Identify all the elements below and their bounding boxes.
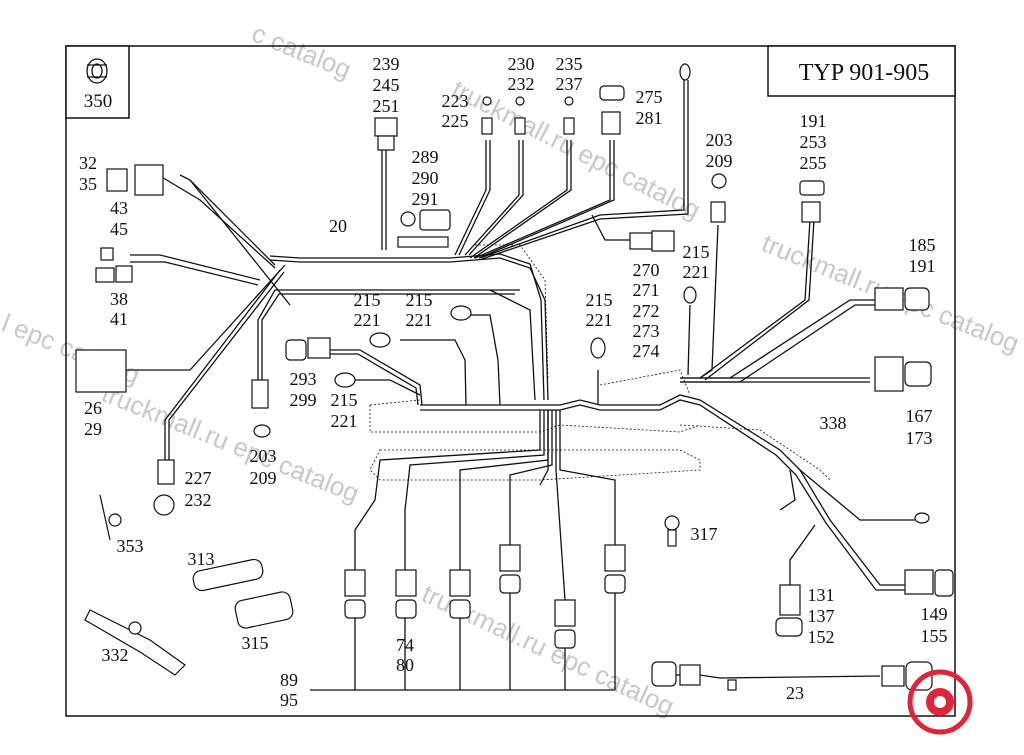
part-label: 215 (331, 390, 358, 410)
part-label: 299 (290, 390, 317, 410)
part-label: 317 (691, 524, 718, 544)
part-label: 95 (280, 690, 298, 710)
part-label: 203 (250, 446, 277, 466)
part-label: 290 (412, 168, 439, 188)
part-label: 251 (373, 96, 400, 116)
part-label: 173 (906, 428, 933, 448)
part-label: 313 (188, 549, 215, 569)
watermark-text: c catalog (248, 18, 356, 85)
part-label: 273 (633, 321, 660, 341)
inset-box (65, 45, 130, 119)
part-label: 38 (110, 289, 128, 309)
part-label: 43 (110, 198, 128, 218)
part-label: 232 (185, 490, 212, 510)
part-label: 167 (906, 406, 933, 426)
part-label: 274 (633, 341, 660, 361)
part-label: 255 (800, 153, 827, 173)
part-label: 235 (556, 54, 583, 74)
part-labels: 239 245 251 223 225 230 232 235 237 275 … (79, 54, 948, 710)
part-label: 20 (329, 216, 347, 236)
watermark-text: truckmall.ru epc catalog (98, 378, 364, 509)
title-box (767, 45, 956, 97)
harness-outline (369, 244, 831, 481)
diagram-title: TYP 901-905 (799, 60, 929, 86)
part-label: 227 (185, 468, 212, 488)
part-label: 149 (921, 604, 948, 624)
part-label: 221 (586, 310, 613, 330)
part-label: 315 (242, 633, 269, 653)
part-label: 270 (633, 260, 660, 280)
part-label: 45 (110, 219, 128, 239)
part-label: 80 (396, 655, 414, 675)
part-label: 272 (633, 301, 660, 321)
part-label: 293 (290, 369, 317, 389)
part-label: 253 (800, 132, 827, 152)
part-label: 245 (373, 75, 400, 95)
diagram-frame (65, 45, 956, 717)
part-label: 29 (84, 419, 102, 439)
part-label: 332 (102, 645, 129, 665)
part-label: 191 (909, 256, 936, 276)
part-label: 225 (442, 111, 469, 131)
part-label: 271 (633, 280, 660, 300)
part-label: 239 (373, 54, 400, 74)
part-label: 232 (508, 74, 535, 94)
part-label: 281 (636, 108, 663, 128)
part-label: 215 (683, 242, 710, 262)
inset-label: 350 (84, 91, 113, 112)
part-label: 155 (921, 626, 948, 646)
part-label: 185 (909, 235, 936, 255)
part-label: 221 (683, 262, 710, 282)
part-label: 215 (354, 290, 381, 310)
part-label: 209 (706, 151, 733, 171)
wire-harness (125, 80, 915, 691)
part-label: 74 (396, 635, 414, 655)
part-label: 23 (786, 683, 804, 703)
part-label: 275 (636, 87, 663, 107)
part-label: 221 (354, 310, 381, 330)
part-label: 223 (442, 91, 469, 111)
part-label: 137 (808, 606, 835, 626)
part-label: 289 (412, 147, 439, 167)
part-label: 338 (820, 413, 847, 433)
grommet-icon (86, 58, 108, 84)
part-label: 203 (706, 130, 733, 150)
connector-icons (75, 63, 954, 691)
part-label: 230 (508, 54, 535, 74)
part-label: 221 (331, 411, 358, 431)
part-label: 131 (808, 585, 835, 605)
part-label: 237 (556, 74, 583, 94)
part-label: 215 (406, 290, 433, 310)
part-label: 26 (84, 398, 102, 418)
part-label: 353 (117, 536, 144, 556)
part-label: 191 (800, 111, 827, 131)
part-label: 35 (79, 174, 97, 194)
part-label: 152 (808, 627, 835, 647)
part-label: 89 (280, 670, 298, 690)
part-label: 291 (412, 189, 439, 209)
part-label: 209 (250, 468, 277, 488)
truckmallparts-logo (907, 669, 973, 735)
part-label: 32 (79, 153, 97, 173)
part-label: 215 (586, 290, 613, 310)
part-label: 41 (110, 309, 128, 329)
part-label: 221 (406, 310, 433, 330)
